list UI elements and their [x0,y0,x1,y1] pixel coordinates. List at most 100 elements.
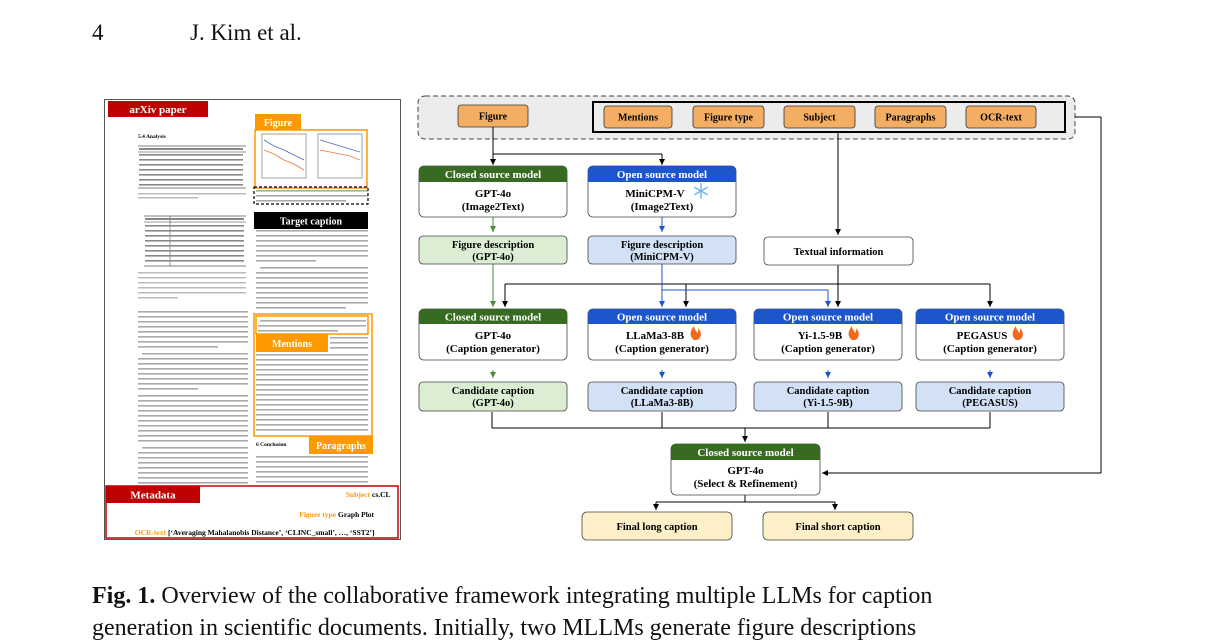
meta-figtype-val: Graph Plot [338,510,375,519]
description-gpt: Figure description (GPT-4o) [418,235,568,265]
textual-inputs-group [592,101,1066,133]
candidate-yi-line2: (Yi-1.5-9B) [803,398,853,409]
arxiv-label-bg [108,101,208,117]
stage1-closed-line2: (Image2Text) [462,201,525,213]
refinement-model: Closed source model GPT-4o (Select & Ref… [670,443,821,496]
generator-gpt-line2: (Caption generator) [446,343,540,355]
input-subject-box [783,105,856,129]
output-short: Final short caption [762,511,914,541]
candidate-gpt-line1: Candidate caption [452,386,535,397]
generator-yi-line2: (Caption generator) [781,343,875,355]
fire-icon [690,326,701,340]
generator-gpt-header: Closed source model [445,312,541,324]
metadata-label-bg [106,486,200,503]
refinement-line1: GPT-4o [727,465,764,477]
candidate-pegasus: Candidate caption (PEGASUS) [915,381,1065,412]
description-minicpm-line1: Figure description [621,240,704,251]
meta-subject-val: cs.CL [372,490,391,499]
input-paragraphs: Paragraphs [886,113,936,124]
thumb-target-caption-region [253,186,369,205]
refinement-line2: (Select & Refinement) [694,478,798,490]
caption-line-1: Fig. 1. Overview of the collaborative fr… [92,580,1192,612]
metadata-label: Metadata [130,490,176,502]
description-minicpm: Figure description (MiniCPM-V) [587,235,737,265]
thumb-right-text [256,230,368,483]
description-gpt-line2: (GPT-4o) [472,252,514,263]
thumb-left-text [138,311,248,484]
mentions-label: Mentions [272,339,312,350]
fire-icon [1012,326,1023,340]
figure-caption: Fig. 1. Overview of the collaborative fr… [92,580,1192,644]
output-long-label: Final long caption [616,522,697,533]
generator-yi: Open source model Yi-1.5-9B (Caption gen… [753,308,903,361]
paper-thumbnail: arXiv paper 5.4 Analysis [104,99,401,540]
input-ocr-text: OCR-text [980,113,1022,124]
snowflake-icon [694,183,708,199]
target-caption-label: Target caption [280,217,343,228]
stage1-closed-header: Closed source model [445,169,541,181]
generator-yi-header: Open source model [783,312,873,324]
input-subject: Subject [803,113,836,124]
generator-gpt-line1: GPT-4o [475,330,512,342]
caption-label: Fig. 1. [92,583,156,609]
input-mentions-box [603,105,673,129]
generator-llama-line2: (Caption generator) [615,343,709,355]
input-paragraphs-box [874,105,947,129]
thumb-table-2 [138,215,246,299]
textual-information: Textual information [763,236,914,266]
target-caption-label-bg [254,212,368,229]
meta-ocr-val: [‘Averaging Mahalanobis Distance’, ‘CLIN… [168,528,375,537]
thumb-metadata-region [105,485,399,539]
input-figure-type-box [692,105,765,129]
stage1-closed-model: Closed source model GPT-4o (Image2Text) [418,165,568,218]
generator-pegasus-header: Open source model [945,312,1035,324]
input-figure-type: Figure type [704,113,754,124]
fire-icon [848,326,859,340]
stage1-open-header: Open source model [617,169,707,181]
input-ocr-text-box [965,105,1037,129]
description-gpt-line1: Figure description [452,240,535,251]
candidate-yi: Candidate caption (Yi-1.5-9B) [753,381,903,412]
candidate-gpt-line2: (GPT-4o) [472,398,514,409]
caption-text-1: Overview of the collaborative framework … [161,583,933,609]
generator-llama-header: Open source model [617,312,707,324]
meta-figtype-key: Figure type [299,510,336,519]
thumb-figure-region [254,129,368,189]
description-minicpm-line2: (MiniCPM-V) [630,252,694,263]
stage1-closed-line1: GPT-4o [475,188,512,200]
textual-information-label: Textual information [794,247,884,258]
metadata-entries: Subject cs.CL Figure type Graph Plot OCR… [135,490,391,537]
generator-gpt: Closed source model GPT-4o (Caption gene… [418,308,568,361]
conclusion-title: 6 Conclusion [256,442,286,448]
mentions-label-bg [256,334,328,352]
output-short-label: Final short caption [795,522,880,533]
stage1-open-model: Open source model MiniCPM-V (Image2Text) [587,165,737,218]
candidate-pegasus-line1: Candidate caption [949,386,1032,397]
generator-pegasus: Open source model PEGASUS (Caption gener… [915,308,1065,361]
stage1-open-line2: (Image2Text) [631,201,694,213]
figure-label-bg [255,114,301,130]
input-figure: Figure [479,112,508,123]
section-title: 5.4 Analysis [138,134,166,140]
candidate-llama: Candidate caption (LLaMa3-8B) [587,381,737,412]
stage1-open-line1: MiniCPM-V [625,188,684,200]
candidate-llama-line1: Candidate caption [621,386,704,397]
candidate-yi-line1: Candidate caption [787,386,870,397]
arxiv-label: arXiv paper [129,104,186,116]
candidate-gpt: Candidate caption (GPT-4o) [418,381,568,412]
meta-ocr-key: OCR-text [135,528,167,537]
generator-pegasus-line2: (Caption generator) [943,343,1037,355]
generator-pegasus-line1: PEGASUS [957,330,1008,342]
candidate-llama-line2: (LLaMa3-8B) [631,398,694,409]
refinement-header: Closed source model [697,447,793,459]
running-header-authors: J. Kim et al. [190,20,302,45]
caption-text-2: generation in scientific documents. Init… [92,615,917,641]
paragraphs-label-bg [309,436,373,454]
input-mentions: Mentions [618,113,658,124]
generator-llama-line1: LLaMa3-8B [626,330,685,342]
paragraphs-label: Paragraphs [316,441,366,452]
thumb-plot [261,133,363,179]
output-long: Final long caption [581,511,733,541]
page-number: 4 [92,20,104,45]
